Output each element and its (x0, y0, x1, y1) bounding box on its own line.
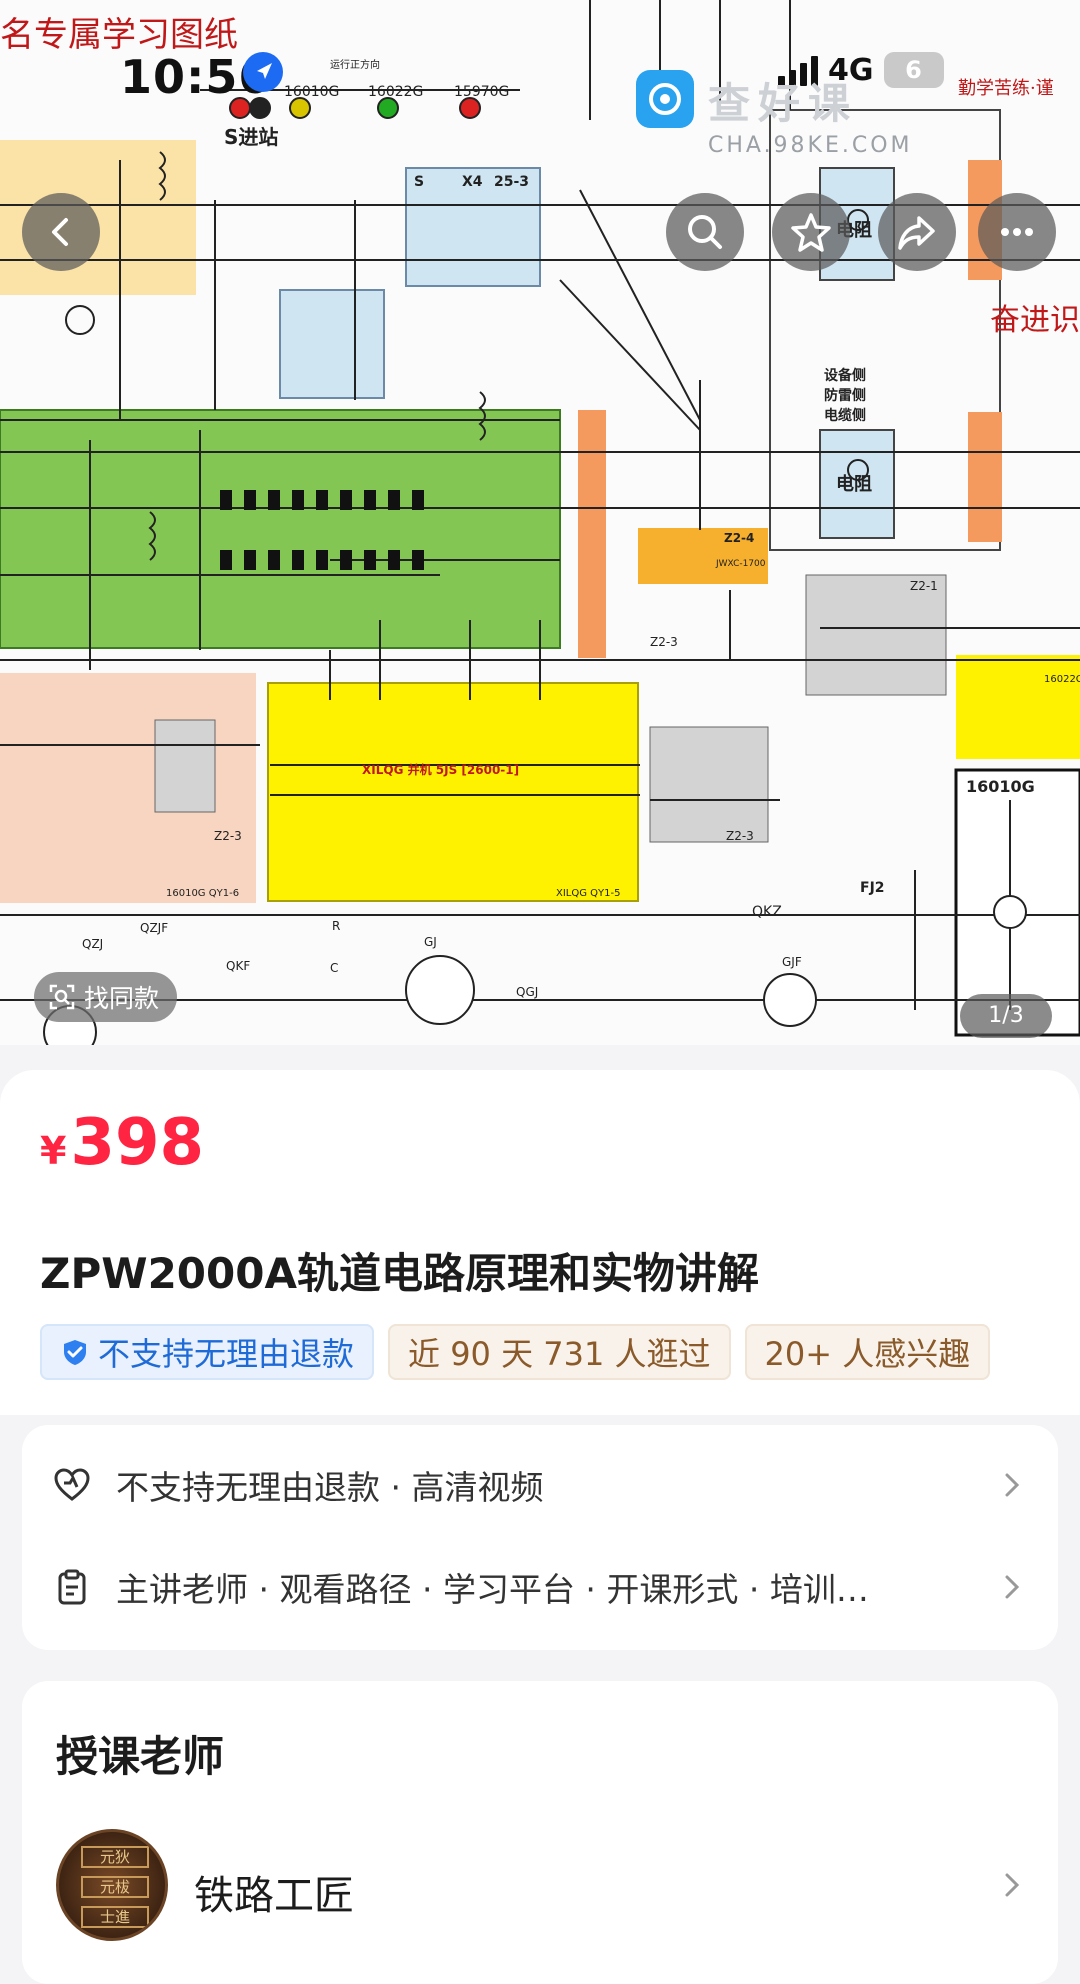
product-tags: 不支持无理由退款 近 90 天 731 人逛过 20+ 人感兴趣 (40, 1324, 991, 1380)
label-z23-b: Z2-3 (214, 829, 242, 843)
service-row-details-text: 主讲老师 · 观看路径 · 学习平台 · 开课形式 · 培训… (116, 1570, 869, 1609)
tag-views: 近 90 天 731 人逛过 (388, 1324, 731, 1380)
label-z23-c: Z2-3 (726, 829, 754, 843)
label-resistor-2: 电阻 (836, 473, 872, 495)
label-station: S进站 (224, 125, 278, 149)
search-button[interactable] (666, 193, 744, 271)
label-fj2: FJ2 (860, 880, 885, 896)
label-16010g-box: 16010G (966, 777, 1035, 796)
image-watermark: 查好课 CHA.98KE.COM (636, 70, 913, 158)
label-qkf: QKF (226, 959, 250, 973)
service-info-card: 不支持无理由退款 · 高清视频 主讲老师 · 观看路径 · 学习平台 · 开课形… (22, 1425, 1058, 1650)
avatar-seal-3: 士進 (81, 1906, 149, 1928)
image-search-icon (49, 984, 75, 1010)
find-same-button[interactable]: 找同款 (34, 972, 178, 1022)
label-z21: Z2-1 (910, 579, 938, 593)
schematic-caption-right: 奋进识 (990, 303, 1080, 338)
status-indicators: 4G 6 (778, 52, 944, 88)
label-z23-a: Z2-3 (650, 635, 678, 649)
product-image-gallery[interactable]: 名专属学习图纸 勤学苦练·谨 奋进识 S进站 运行正方向 16010G 1602… (0, 0, 1080, 1045)
avatar-seal-2: 元柭 (81, 1876, 149, 1898)
product-summary-card: ¥ 398 ZPW2000A轨道电路原理和实物讲解 不支持无理由退款 近 90 … (0, 1070, 1080, 1415)
service-row-refund[interactable]: 不支持无理由退款 · 高清视频 (22, 1435, 1058, 1535)
favorite-button[interactable] (772, 193, 850, 271)
network-type: 4G (828, 52, 874, 88)
teacher-card: 授课老师 元狄 元柭 士進 铁路工匠 (22, 1681, 1058, 1984)
label-qkz: QKZ (752, 904, 782, 920)
find-same-label: 找同款 (84, 984, 160, 1013)
clipboard-icon (58, 1569, 86, 1605)
label-qy16: 16010G QY1-6 (166, 888, 239, 899)
label-16022g-box: 16022G (1044, 674, 1080, 685)
label-r: R (332, 919, 340, 933)
service-row-refund-text: 不支持无理由退款 · 高清视频 (116, 1468, 544, 1507)
location-arrow-icon (243, 52, 283, 92)
watermark-logo-icon (636, 70, 694, 128)
watermark-title: 查好课 (708, 79, 859, 128)
schematic-caption-top-right: 勤学苦练·谨 (958, 78, 1054, 99)
label-track-16010g: 16010G (284, 84, 339, 100)
share-button[interactable] (878, 193, 956, 271)
back-button[interactable] (22, 193, 100, 271)
price-currency: ¥ (40, 1129, 67, 1173)
label-qgj: QGJ (516, 985, 538, 999)
chevron-right-icon (1005, 1473, 1020, 1497)
shield-check-icon (64, 1340, 86, 1365)
schematic-caption-top-left: 名专属学习图纸 (0, 15, 238, 55)
product-info-panel: ¥ 398 ZPW2000A轨道电路原理和实物讲解 不支持无理由退款 近 90 … (0, 1070, 1080, 1984)
chevron-left-icon (52, 218, 68, 246)
tag-no-return: 不支持无理由退款 (40, 1324, 375, 1380)
chevron-right-icon (1005, 1575, 1020, 1599)
label-track-16022g: 16022G (368, 84, 423, 100)
label-qzj: QZJ (82, 937, 103, 951)
heart-badge-icon (54, 1468, 90, 1501)
label-qzjf: QZJF (140, 921, 168, 935)
more-button[interactable] (978, 193, 1056, 271)
circuit-schematic-image: 名专属学习图纸 勤学苦练·谨 奋进识 S进站 运行正方向 16010G 1602… (0, 0, 1080, 1045)
star-icon (791, 213, 831, 252)
label-lightning-side: 防雷侧 (824, 387, 866, 404)
signal-strength-icon (778, 54, 818, 86)
label-box-s: S (414, 174, 424, 190)
label-box-x4: X4 (462, 174, 483, 190)
more-dots-icon (1001, 228, 1033, 236)
product-price: ¥ 398 (40, 1106, 204, 1180)
product-title: ZPW2000A轨道电路原理和实物讲解 (40, 1249, 759, 1298)
label-c: C (330, 961, 338, 975)
tag-interest: 20+ 人感兴趣 (744, 1324, 991, 1380)
label-gjf: GJF (782, 955, 802, 969)
teacher-name[interactable]: 铁路工匠 (194, 1873, 354, 1919)
label-track-15970g: 15970G (454, 84, 509, 100)
label-jwxc: JWXC-1700 (715, 559, 766, 569)
image-page-indicator: 1/3 (960, 994, 1052, 1038)
chevron-right-icon[interactable] (1002, 1871, 1022, 1899)
label-direction: 运行正方向 (330, 58, 380, 71)
watermark-url: CHA.98KE.COM (708, 133, 913, 158)
label-xilqg: XILQG 并机 5JS [2600-1] (362, 762, 519, 777)
teacher-avatar[interactable]: 元狄 元柭 士進 (56, 1829, 168, 1941)
tag-no-return-label: 不支持无理由退款 (98, 1335, 355, 1373)
battery-icon: 6 (883, 52, 944, 88)
avatar-seal-1: 元狄 (81, 1846, 149, 1868)
share-arrow-icon (898, 216, 935, 250)
label-box-253: 25-3 (494, 174, 529, 190)
search-icon (688, 215, 722, 249)
label-cable-side: 电缆侧 (824, 407, 866, 424)
label-equipment-side: 设备侧 (824, 367, 866, 384)
label-z24: Z2-4 (724, 531, 754, 545)
label-gj: GJ (424, 935, 437, 949)
price-value: 398 (70, 1106, 205, 1180)
label-qy15: XILQG QY1-5 (556, 888, 620, 899)
service-row-details[interactable]: 主讲老师 · 观看路径 · 学习平台 · 开课形式 · 培训… (22, 1537, 1058, 1637)
teacher-section-title: 授课老师 (56, 1732, 225, 1781)
